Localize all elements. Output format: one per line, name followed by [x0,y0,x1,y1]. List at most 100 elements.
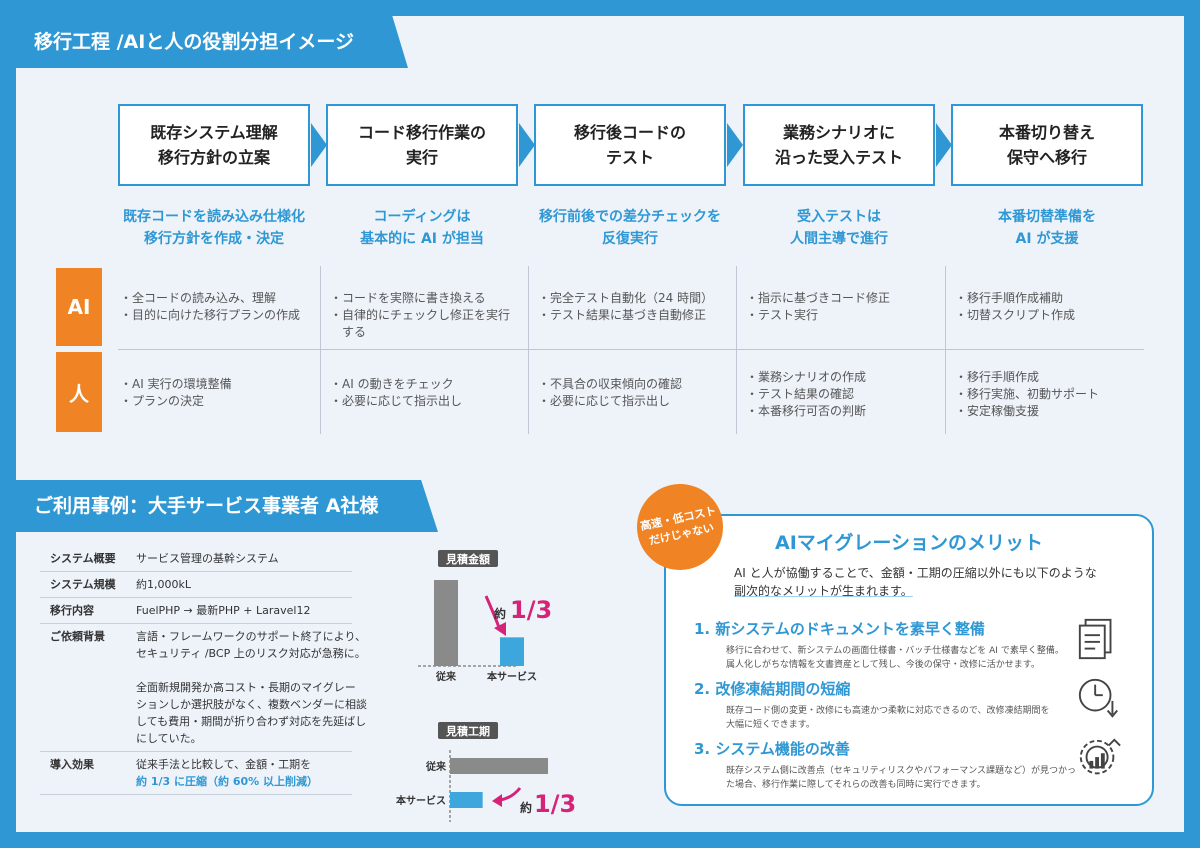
human-task-item: ・移行手順作成 [955,370,1040,384]
case-row-line: サービス管理の基幹システム [136,552,279,565]
ai-task-item: ・完全テスト自動化（24 時間） [538,291,714,305]
ai-task-item: ・テスト実行 [746,308,819,322]
merit-item: 3. システム機能の改善既存システム側に改善点（セキュリティリスクやパフォーマン… [694,738,1076,792]
process-step-title: 移行後コードのテスト [574,120,686,170]
merit-box: AIマイグレーションのメリット AI と人が協働することで、金額・工期の圧縮以外… [664,514,1154,806]
human-task-item: ・本番移行可否の判断 [746,404,867,418]
case-row-line: セキュリティ /BCP 上のリスク対応が急務に。 [136,647,366,660]
process-step-ai-role-line: 反復実行 [602,231,658,247]
case-row-line: ションしか選択肢がなく、複数ベンダーに相談 [136,698,367,711]
human-task-item: ・テスト結果の確認 [746,387,855,401]
human-task-item: ・業務シナリオの作成 [746,370,867,384]
case-row-line: FuelPHP → 最新PHP + Laravel12 [136,604,311,617]
merit-item-text: 既存システム側に改善点（セキュリティリスクやパフォーマンス課題など）が見つかった… [694,764,1076,792]
case-row-key: 導入効果 [50,758,94,771]
role-tag-human: 人 [56,352,102,432]
process-step-title-line: 沿った受入テスト [774,148,903,167]
process-step-title: 業務シナリオに沿った受入テスト [775,120,903,170]
gear-chart-icon [1079,738,1121,775]
infographic-panel: 移行工程 /AIと人の役割分担イメージ 既存システム理解移行方針の立案既存コード… [16,16,1184,832]
period-bar-label: 従来 [425,760,447,773]
period-bar [450,792,483,808]
ai-task-cell: ・全コードの読み込み、理解・目的に向けた移行プランの作成 [110,290,314,324]
cost-ratio-prefix: 約 [494,606,506,621]
ai-task-item: ・移行手順作成補助 [955,291,1064,305]
chevron-right-icon [936,123,952,167]
process-step-ai-role: 既存コードを読み込み仕様化移行方針を作成・決定 [114,206,314,250]
merit-item-text: 既存コード側の変更・改修にも高速かつ柔軟に対応できるので、改修凍結期間を大幅に短… [694,704,1050,732]
column-divider [736,266,737,434]
human-task-item: ・必要に応じて指示出し [538,394,671,408]
process-step-ai-role-line: AI が支援 [1015,231,1079,247]
human-task-cell: ・移行手順作成・移行実施、初動サポート・安定稼働支援 [945,369,1149,420]
period-ratio: 1/3 [534,790,576,818]
cost-chart-title-bg [438,550,498,567]
period-chart-title-bg [438,722,498,739]
human-task-item: ・必要に応じて指示出し [330,394,463,408]
case-row: システム概要 サービス管理の基幹システム [40,546,352,572]
human-task-cell: ・AI 実行の環境整備・プランの決定 [110,376,314,410]
process-step-title: 本番切り替え保守へ移行 [999,120,1095,170]
period-bar [450,758,548,774]
merit-item-text-line: 属人化しがちな情報を文書資産として残し、今後の保守・改修に活かせます。 [726,660,1040,670]
case-row-highlight: 約 1/3 に圧縮（約 60% 以上削減） [136,775,318,788]
process-step-ai-role-line: コーディングは [373,209,471,225]
merit-item-text-line: 既存コード側の変更・改修にも高速かつ柔軟に対応できるので、改修凍結期間を [726,706,1050,716]
process-step-title-line: 本番切り替え [998,123,1095,142]
case-row-value: 従来手法と比較して、金額・工期を約 1/3 に圧縮（約 60% 以上削減） [136,756,352,790]
case-row: 導入効果 従来手法と比較して、金額・工期を約 1/3 に圧縮（約 60% 以上削減… [40,752,352,795]
section-title-case: ご利用事例：大手サービス事業者 A社様 [16,480,438,532]
human-task-cell: ・業務シナリオの作成・テスト結果の確認・本番移行可否の判断 [736,369,940,420]
section-title-process: 移行工程 /AIと人の役割分担イメージ [16,16,408,68]
merit-item: 2. 改修凍結期間の短縮既存コード側の変更・改修にも高速かつ柔軟に対応できるので… [694,678,1050,732]
case-row-line [136,662,367,679]
merit-item-heading: 1. 新システムのドキュメントを素早く整備 [694,620,985,638]
cost-chart-title: 見積金額 [445,552,490,566]
column-divider [528,266,529,434]
process-step-ai-role-line: 移行方針を作成・決定 [144,231,284,247]
process-step-title-line: コード移行作業の [357,123,486,142]
role-tag-ai: AI [56,268,102,346]
human-task-cell: ・AI の動きをチェック・必要に応じて指示出し [320,376,524,410]
merit-item-text-line: た場合、移行作業に際してそれらの改善も同時に実行できます。 [726,780,986,790]
ai-task-cell: ・指示に基づきコード修正・テスト実行 [736,290,940,324]
ai-task-cell: ・移行手順作成補助・切替スクリプト作成 [945,290,1149,324]
process-step-title-line: 業務シナリオに [782,123,895,142]
merit-intro-line: 副次的なメリットが生まれます。 [734,584,913,598]
chevron-right-icon [727,123,743,167]
ai-task-item: する [330,325,367,339]
ai-task-item: ・指示に基づきコード修正 [746,291,891,305]
period-chart-title: 見積工期 [445,724,490,738]
human-task-item: ・安定稼働支援 [955,404,1040,418]
process-step-ai-role: コーディングは基本的に AI が担当 [322,206,522,250]
cost-bar [500,637,524,666]
case-row-line: にしていた。 [136,732,202,745]
column-divider [945,266,946,434]
case-row-value: 約1,000kL [136,576,352,593]
merit-item: 1. 新システムのドキュメントを素早く整備移行に合わせて、新システムの画面仕様書… [694,618,1064,672]
process-step-title-line: 既存システム理解 [150,123,278,142]
process-step: 業務シナリオに沿った受入テスト [743,104,935,186]
ai-task-cell: ・完全テスト自動化（24 時間）・テスト結果に基づき自動修正 [528,290,732,324]
ai-task-item: ・全コードの読み込み、理解 [120,291,277,305]
cost-bar-label: 本サービス [487,670,537,683]
process-step: コード移行作業の実行 [326,104,518,186]
process-step: 移行後コードのテスト [534,104,726,186]
ai-task-item: ・コードを実際に書き換える [330,291,486,305]
process-step-title-line: 実行 [405,148,438,167]
merit-item-text-line: 大幅に短くできます。 [726,720,815,730]
case-row-line: 全面新規開発か高コスト・長期のマイグレー [136,681,356,694]
merit-item-heading: 2. 改修凍結期間の短縮 [694,680,851,698]
human-task-cell: ・不具合の収束傾向の確認・必要に応じて指示出し [528,376,732,410]
ai-task-item: ・自律的にチェックし修正を実行 [330,308,511,322]
human-task-item: ・AI 実行の環境整備 [120,377,232,391]
human-task-item: ・不具合の収束傾向の確認 [538,377,683,391]
human-task-item: ・プランの決定 [120,394,205,408]
case-row-line: しても費用・期間が折り合わず対応を先延ばし [136,715,367,728]
case-row-key: システム概要 [50,552,116,565]
document-icon [1078,618,1112,660]
merit-item-text-line: 移行に合わせて、新システムの画面仕様書・バッチ仕様書などを AI で素早く整備。 [726,646,1064,656]
